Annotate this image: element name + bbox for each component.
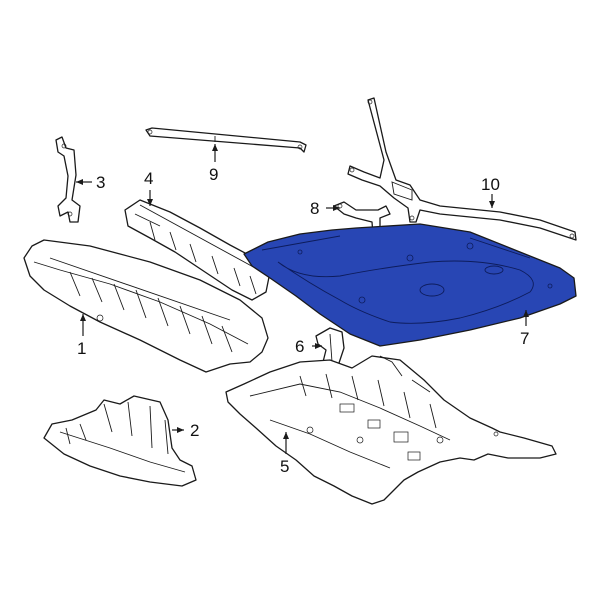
callout-8: 8 [310, 199, 319, 218]
callout-10: 10 [481, 175, 500, 194]
callout-7: 7 [520, 329, 529, 348]
callout-3: 3 [96, 173, 105, 192]
part-2-shield [43, 395, 197, 487]
part-5-shield [225, 355, 557, 505]
leader-lines [76, 144, 529, 454]
callout-2: 2 [190, 421, 199, 440]
part-1-shield [23, 239, 269, 373]
callout-4: 4 [144, 169, 153, 188]
part-3-bracket [55, 136, 81, 223]
part-9-bar [145, 127, 307, 153]
part-10-brace [347, 97, 577, 241]
callout-5: 5 [280, 457, 289, 476]
part-4-bracket [124, 199, 271, 301]
callout-6: 6 [295, 337, 304, 356]
callout-1: 1 [77, 339, 86, 358]
part-7-panel-highlighted [243, 223, 577, 347]
callout-9: 9 [209, 165, 218, 184]
